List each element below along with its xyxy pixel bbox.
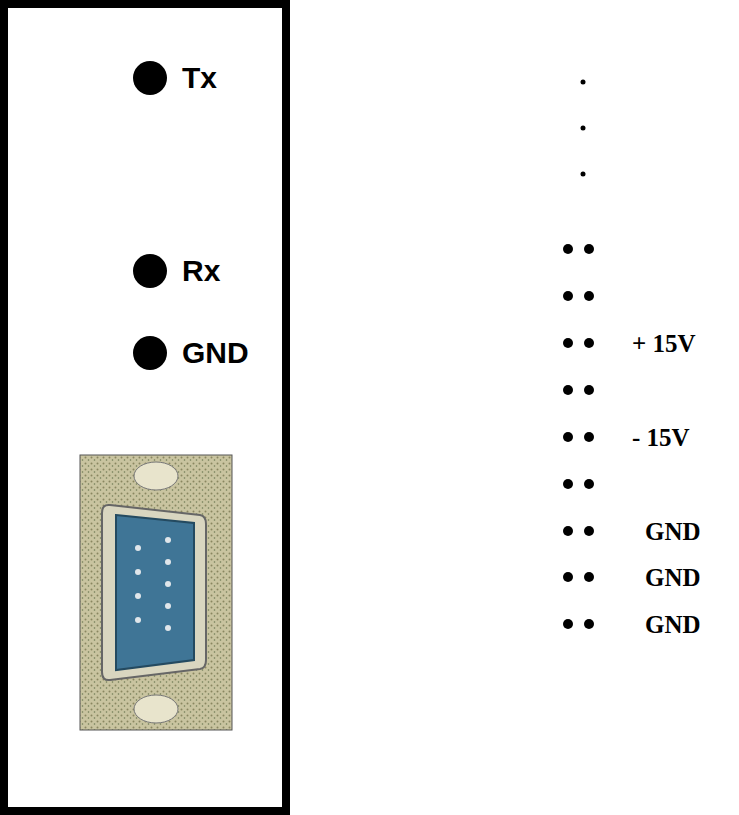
pin-dot: [563, 479, 573, 489]
pin-dot: [563, 432, 573, 442]
pin-dot: [584, 385, 594, 395]
led: [133, 61, 167, 95]
led-label: Rx: [182, 256, 220, 286]
pin-dot: [584, 526, 594, 536]
pin-label: - 15V: [632, 425, 690, 450]
pin-dot: [584, 479, 594, 489]
pin-dot: [584, 291, 594, 301]
pin-label: GND: [645, 565, 701, 590]
pin-dot: [584, 432, 594, 442]
led-label: GND: [182, 338, 249, 368]
pin-dot: [563, 619, 573, 629]
pin-dot: [563, 572, 573, 582]
pin-header: [581, 80, 586, 177]
pin-label: GND: [645, 612, 701, 637]
pin-dot: [563, 244, 573, 254]
db9-connector: [80, 455, 232, 730]
pin-row: [563, 244, 594, 629]
pin-dot: [584, 619, 594, 629]
pin-dot: [563, 291, 573, 301]
pin-dot: [563, 385, 573, 395]
led: [133, 254, 167, 288]
front-panel: [4, 4, 286, 811]
pin-label: GND: [645, 519, 701, 544]
pin-dot: [584, 572, 594, 582]
pin-dot: [563, 526, 573, 536]
pin-dot: [563, 338, 573, 348]
pin-label: + 15V: [632, 331, 696, 356]
pin-dot: [584, 338, 594, 348]
led: [133, 336, 167, 370]
pin-dot: [584, 244, 594, 254]
led-label: Tx: [182, 63, 217, 93]
